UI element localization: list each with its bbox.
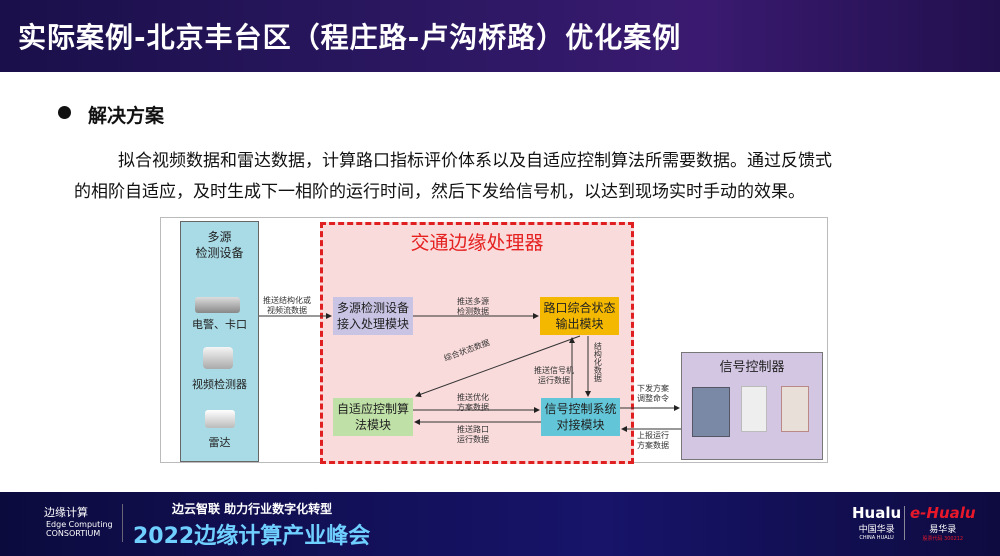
radar-icon xyxy=(205,410,235,428)
signal-controller-title: 信号控制器 xyxy=(719,360,785,376)
sources-title: 检测设备 xyxy=(195,246,244,260)
ehualu-logo: e-Hualu 易华录 股票代码 300212 xyxy=(910,504,976,542)
sources-title: 多源 xyxy=(207,229,232,244)
source-item: 电警、卡口 xyxy=(192,317,247,331)
sources-panel: 多源 检测设备 电警、卡口 视频检测器 雷达 xyxy=(180,221,259,462)
edge-processor-title: 交通边缘处理器 xyxy=(410,232,544,255)
architecture-diagram: 多源 检测设备 电警、卡口 视频检测器 雷达 交通边缘处理器 多源检测设备接入处… xyxy=(160,217,828,464)
paragraph-line: 的相阶自适应，及时生成下一相阶的运行时间，然后下发给信号机，以达到现场实时手动的… xyxy=(74,182,805,202)
camera-icon xyxy=(195,297,240,313)
ecc-logo: 边缘计算 Edge Computing CONSORTIUM xyxy=(44,506,113,538)
header-bar: 实际案例-北京丰台区（程庄路-卢沟桥路）优化案例 xyxy=(0,0,1000,72)
module-adaptive: 自适应控制算法模块 xyxy=(333,398,413,436)
source-item: 视频检测器 xyxy=(192,377,247,391)
bullet-icon xyxy=(58,106,71,119)
module-status: 路口综合状态输出模块 xyxy=(540,297,619,335)
label-push-struct: 推送结构化或视频流数据 xyxy=(263,296,311,316)
video-detector-icon xyxy=(203,347,233,369)
section-heading: 解决方案 xyxy=(88,105,165,127)
label-struct-data: 结构化数据 xyxy=(593,342,603,382)
controller-device-icon xyxy=(692,387,730,437)
label-issue: 下发方案调整命令 xyxy=(637,384,669,404)
module-signal: 信号控制系统对接模块 xyxy=(541,398,620,436)
footer-slogan: 边云智联 助力行业数字化转型 xyxy=(172,502,333,516)
module-access: 多源检测设备接入处理模块 xyxy=(333,297,413,335)
cabinet-icon xyxy=(781,386,809,432)
footer-bar: 边缘计算 Edge Computing CONSORTIUM 边云智联 助力行业… xyxy=(0,492,1000,556)
label-push-opt: 推送优化方案数据 xyxy=(457,393,489,413)
divider xyxy=(122,504,123,542)
label-push-road: 推送路口运行数据 xyxy=(457,425,489,445)
divider xyxy=(904,506,905,540)
cabinet-icon xyxy=(741,386,767,432)
paragraph-line: 拟合视频数据和雷达数据，计算路口指标评价体系以及自适应控制算法所需要数据。通过反… xyxy=(118,151,832,171)
label-push-signal: 推送信号机运行数据 xyxy=(534,366,574,386)
page-title: 实际案例-北京丰台区（程庄路-卢沟桥路）优化案例 xyxy=(18,21,682,54)
hualu-logo: Hualu 中国华录 CHINA HUALU xyxy=(852,504,902,541)
diagram-arrows xyxy=(259,313,681,432)
source-item: 雷达 xyxy=(208,435,231,449)
event-title: 2022边缘计算产业峰会 xyxy=(133,524,371,549)
label-report: 上报运行方案数据 xyxy=(637,431,669,451)
label-push-multi: 推送多源检测数据 xyxy=(457,297,489,317)
